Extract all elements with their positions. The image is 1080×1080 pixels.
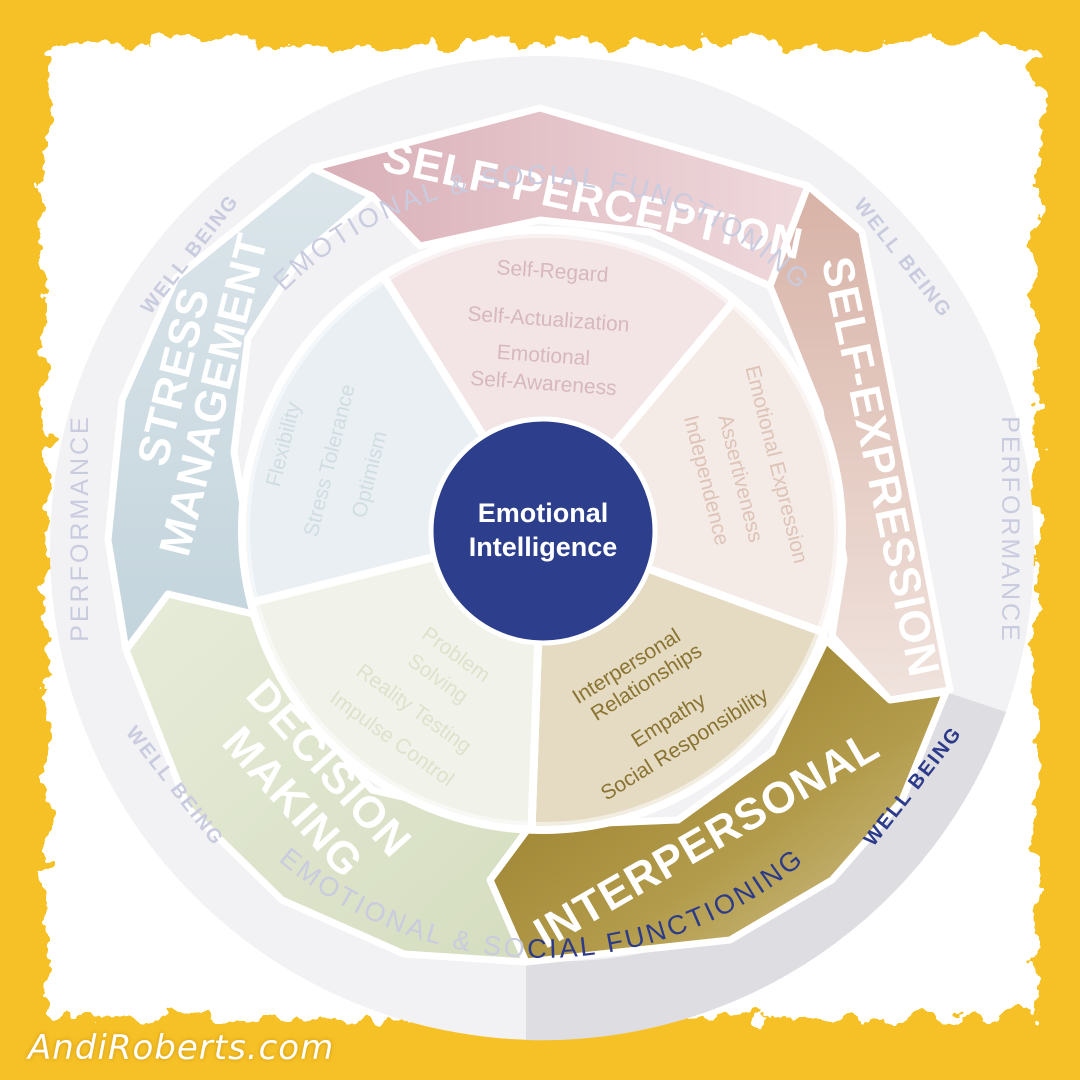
performance-label-right: PERFORMANCE [996, 416, 1024, 643]
center-label-line1: Emotional [478, 498, 609, 528]
center-label-line2: Intelligence [469, 532, 618, 562]
outer-ring-highlight [526, 692, 1006, 1041]
wedge-self-perception [379, 226, 739, 534]
center-circle [428, 416, 658, 646]
inner-rim [246, 234, 838, 826]
band-stress-management [104, 164, 376, 654]
band-self-perception [308, 104, 812, 290]
band-self-expression [766, 182, 954, 704]
performance-label-left: PERFORMANCE [66, 414, 94, 641]
watermark: AndiRoberts.com [28, 1028, 335, 1068]
